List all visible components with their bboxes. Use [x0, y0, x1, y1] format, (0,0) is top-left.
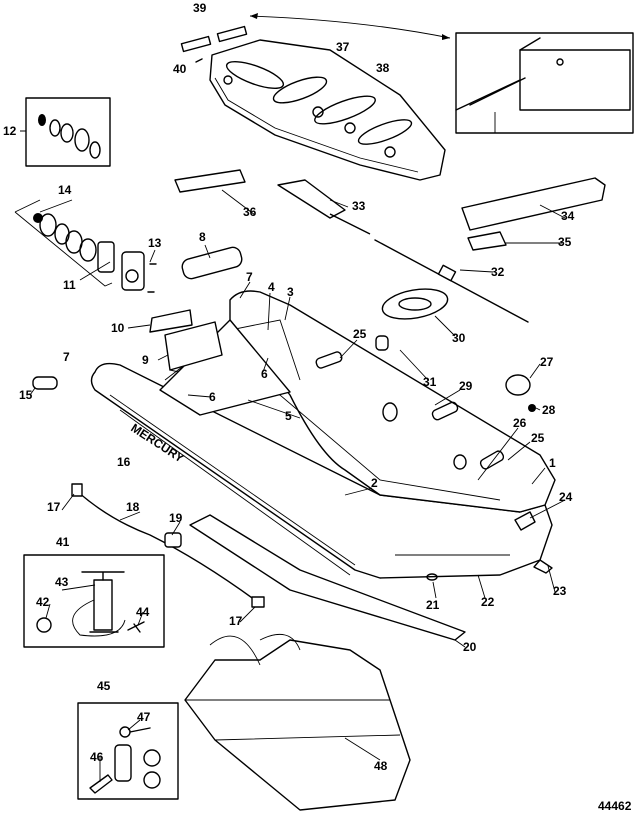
- callout-label: 10: [111, 321, 125, 335]
- leader-lines: [20, 130, 566, 782]
- callout-label: 15: [19, 388, 33, 402]
- callout-label: 30: [452, 331, 466, 345]
- callout-label: 17: [47, 500, 61, 514]
- oar: [277, 179, 371, 235]
- callout-label: 2: [371, 476, 378, 490]
- callout-label: 29: [459, 379, 473, 393]
- callout-label: 7: [63, 350, 70, 364]
- transom-panel: [164, 321, 223, 371]
- callout-label: 9: [142, 353, 149, 367]
- callout-label: 46: [90, 750, 104, 764]
- inflation-hose: [77, 491, 256, 601]
- valve-cap: [505, 374, 531, 396]
- callout-label: 3: [287, 285, 294, 299]
- callout-label: 28: [542, 403, 556, 417]
- seat-bench: [461, 177, 606, 231]
- callout-label: 26: [513, 416, 527, 430]
- callout-label: 39: [193, 1, 207, 15]
- callout-label: 8: [199, 230, 206, 244]
- seat-pad: [181, 246, 243, 280]
- detail-arrow: [249, 15, 451, 39]
- transom-plate: [149, 309, 193, 333]
- callout-label: 16: [117, 455, 131, 469]
- callout-label: 6: [209, 390, 216, 404]
- callout-label: 47: [137, 710, 151, 724]
- inset-detail-box: [455, 32, 634, 134]
- callout-label: 38: [376, 61, 390, 75]
- valve-seal-kit-box: [25, 97, 111, 167]
- callout-label: 40: [173, 62, 187, 76]
- callout-label: 20: [463, 640, 477, 654]
- callout-label: 6: [261, 367, 268, 381]
- callout-label: 17: [229, 614, 243, 628]
- sleeve-part: [180, 35, 212, 53]
- callout-label: 36: [243, 205, 257, 219]
- callout-label: 32: [491, 265, 505, 279]
- floor-board: [209, 39, 446, 181]
- handle-part: [32, 376, 58, 390]
- callout-label: 45: [97, 679, 111, 693]
- callout-label: 7: [246, 270, 253, 284]
- valve-assembly: [14, 199, 157, 293]
- callout-label: 34: [561, 209, 575, 223]
- callout-label: 43: [55, 575, 69, 589]
- callout-label: 33: [352, 199, 366, 213]
- callout-label: 12: [3, 124, 17, 138]
- inflatable-boat: MERCURY: [90, 290, 556, 581]
- callout-label: 5: [285, 409, 292, 423]
- sleeve-part: [216, 25, 248, 43]
- keel-strip: [189, 514, 466, 641]
- callout-label: 21: [426, 598, 440, 612]
- callout-label: 44: [136, 605, 150, 619]
- callout-label: 23: [553, 584, 567, 598]
- callout-label: 37: [336, 40, 350, 54]
- pad-part: [174, 169, 246, 193]
- callout-label: 22: [481, 595, 495, 609]
- callout-label: 19: [169, 511, 183, 525]
- callout-label: 11: [63, 278, 76, 292]
- callout-label: 41: [56, 535, 70, 549]
- pump-kit-box: [23, 554, 165, 648]
- callout-label: 1: [549, 456, 556, 470]
- callout-label: 35: [558, 235, 572, 249]
- callout-label: 13: [148, 236, 162, 250]
- carry-bag: [184, 639, 411, 811]
- callout-label: 42: [36, 595, 50, 609]
- callout-label: 25: [353, 327, 367, 341]
- callout-label: 18: [126, 500, 140, 514]
- callout-labels: 39 40 37 38 12 14 13 11 8 36 33 34 35 32…: [3, 1, 632, 813]
- seat-clip: [467, 231, 507, 251]
- callout-label: 4: [268, 280, 275, 294]
- callout-label: 25: [531, 431, 545, 445]
- repair-kit-box: [77, 702, 179, 800]
- figure-number: 44462: [598, 799, 632, 813]
- oarlock-part: [381, 288, 449, 320]
- callout-label: 31: [423, 375, 437, 389]
- oar-shaft: [374, 239, 529, 323]
- callout-label: 27: [540, 355, 554, 369]
- callout-label: 48: [374, 759, 388, 773]
- callout-label: 14: [58, 183, 72, 197]
- callout-label: 24: [559, 490, 573, 504]
